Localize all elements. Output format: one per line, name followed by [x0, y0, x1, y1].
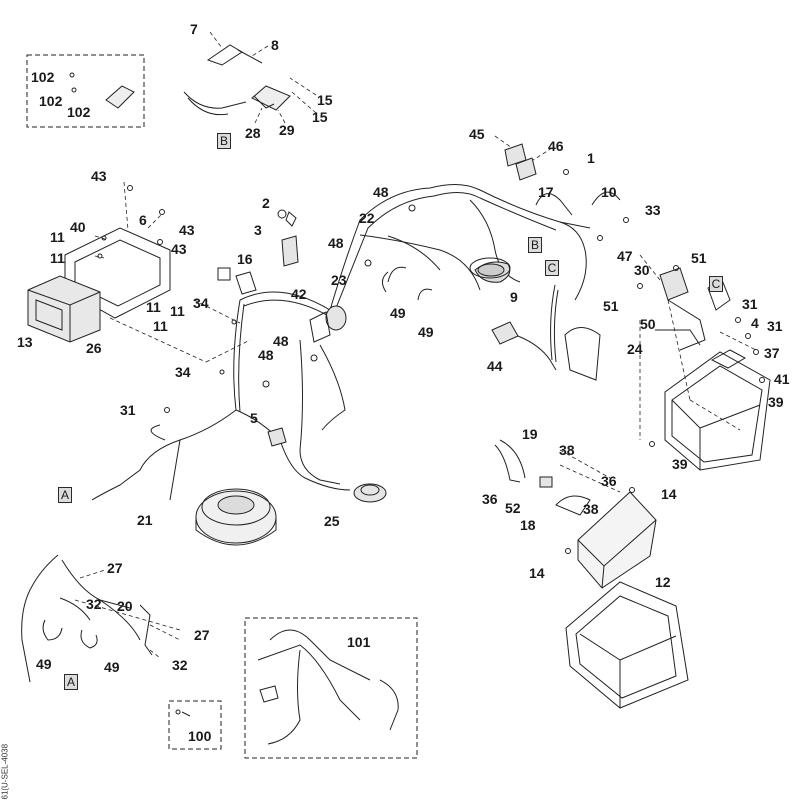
callout-25: 25 — [324, 513, 340, 529]
callout-1: 1 — [587, 150, 595, 166]
callout-40: 40 — [70, 219, 86, 235]
callout-51a: 51 — [691, 250, 707, 266]
callout-49d: 49 — [104, 659, 120, 675]
callout-29: 29 — [279, 122, 295, 138]
callout-21: 21 — [137, 512, 153, 528]
callout-31a: 31 — [742, 296, 758, 312]
callout-11d: 11 — [170, 303, 185, 319]
callout-6: 6 — [139, 212, 147, 228]
callout-37: 37 — [764, 345, 780, 361]
callout-27a: 27 — [107, 560, 123, 576]
callout-52: 52 — [505, 500, 521, 516]
callout-15a: 15 — [317, 92, 333, 108]
callout-34b: 34 — [175, 364, 191, 380]
callout-43a: 43 — [91, 168, 107, 184]
ref-b-mid: B — [528, 237, 542, 253]
callout-48b: 48 — [328, 235, 344, 251]
callout-20: 20 — [117, 598, 133, 614]
callout-13: 13 — [17, 334, 33, 350]
callout-38b: 38 — [583, 501, 599, 517]
callout-39b: 39 — [672, 456, 688, 472]
callout-102c: 102 — [67, 104, 91, 120]
callout-42: 42 — [291, 286, 307, 302]
callout-48d: 48 — [258, 347, 274, 363]
callout-26: 26 — [86, 340, 102, 356]
callout-102b: 102 — [39, 93, 63, 109]
callout-41: 41 — [774, 371, 790, 387]
callout-31c: 31 — [120, 402, 136, 418]
callout-43c: 43 — [171, 241, 187, 257]
callout-100: 100 — [188, 728, 212, 744]
callout-14a: 14 — [661, 486, 677, 502]
callout-33: 33 — [645, 202, 661, 218]
detail-box-100 — [168, 700, 222, 750]
ref-a-mid: A — [58, 487, 72, 503]
callout-7: 7 — [190, 21, 198, 37]
ref-a-bottom: A — [64, 674, 78, 690]
callout-11b: 11 — [50, 250, 65, 266]
ref-c-mid: C — [545, 260, 559, 276]
callout-3: 3 — [254, 222, 262, 238]
callout-14b: 14 — [529, 565, 545, 581]
callout-17: 17 — [538, 184, 554, 200]
detail-box-101 — [244, 617, 418, 759]
callout-23: 23 — [331, 272, 347, 288]
callout-51b: 51 — [603, 298, 619, 314]
callout-32b: 32 — [172, 657, 188, 673]
callout-28: 28 — [245, 125, 261, 141]
callout-49a: 49 — [390, 305, 406, 321]
callout-10: 10 — [601, 184, 617, 200]
callout-36a: 36 — [601, 473, 617, 489]
callout-36b: 36 — [482, 491, 498, 507]
callout-31b: 31 — [767, 318, 783, 334]
callout-27b: 27 — [194, 627, 210, 643]
callout-47: 47 — [617, 248, 633, 264]
callout-43b: 43 — [179, 222, 195, 238]
callout-2: 2 — [262, 195, 270, 211]
callout-48c: 48 — [273, 333, 289, 349]
ref-b-top: B — [217, 133, 231, 149]
callout-8: 8 — [271, 37, 279, 53]
callout-15b: 15 — [312, 109, 328, 125]
callout-5: 5 — [250, 410, 258, 426]
document-id: 61(U-SEL-4038 — [0, 743, 10, 800]
callout-11e: 11 — [153, 318, 168, 334]
callout-11a: 11 — [50, 229, 65, 245]
detail-box-102 — [26, 54, 145, 128]
callout-50: 50 — [640, 316, 656, 332]
callout-9: 9 — [510, 289, 518, 305]
callout-11c: 11 — [146, 299, 161, 315]
callout-32a: 32 — [86, 596, 102, 612]
callout-49c: 49 — [36, 656, 52, 672]
callout-16: 16 — [237, 251, 253, 267]
callout-19: 19 — [522, 426, 538, 442]
callout-18: 18 — [520, 517, 536, 533]
callout-102a: 102 — [31, 69, 55, 85]
callout-46: 46 — [548, 138, 564, 154]
callout-12: 12 — [655, 574, 671, 590]
ref-c-right: C — [709, 276, 723, 292]
callout-4: 4 — [751, 315, 759, 331]
callout-45: 45 — [469, 126, 485, 142]
callout-34a: 34 — [193, 295, 209, 311]
callout-44: 44 — [487, 358, 503, 374]
callout-24: 24 — [627, 341, 643, 357]
callout-39a: 39 — [768, 394, 784, 410]
callout-49b: 49 — [418, 324, 434, 340]
callout-30: 30 — [634, 262, 650, 278]
callout-38a: 38 — [559, 442, 575, 458]
callout-48a: 48 — [373, 184, 389, 200]
callout-22: 22 — [359, 210, 375, 226]
callout-101: 101 — [347, 634, 371, 650]
